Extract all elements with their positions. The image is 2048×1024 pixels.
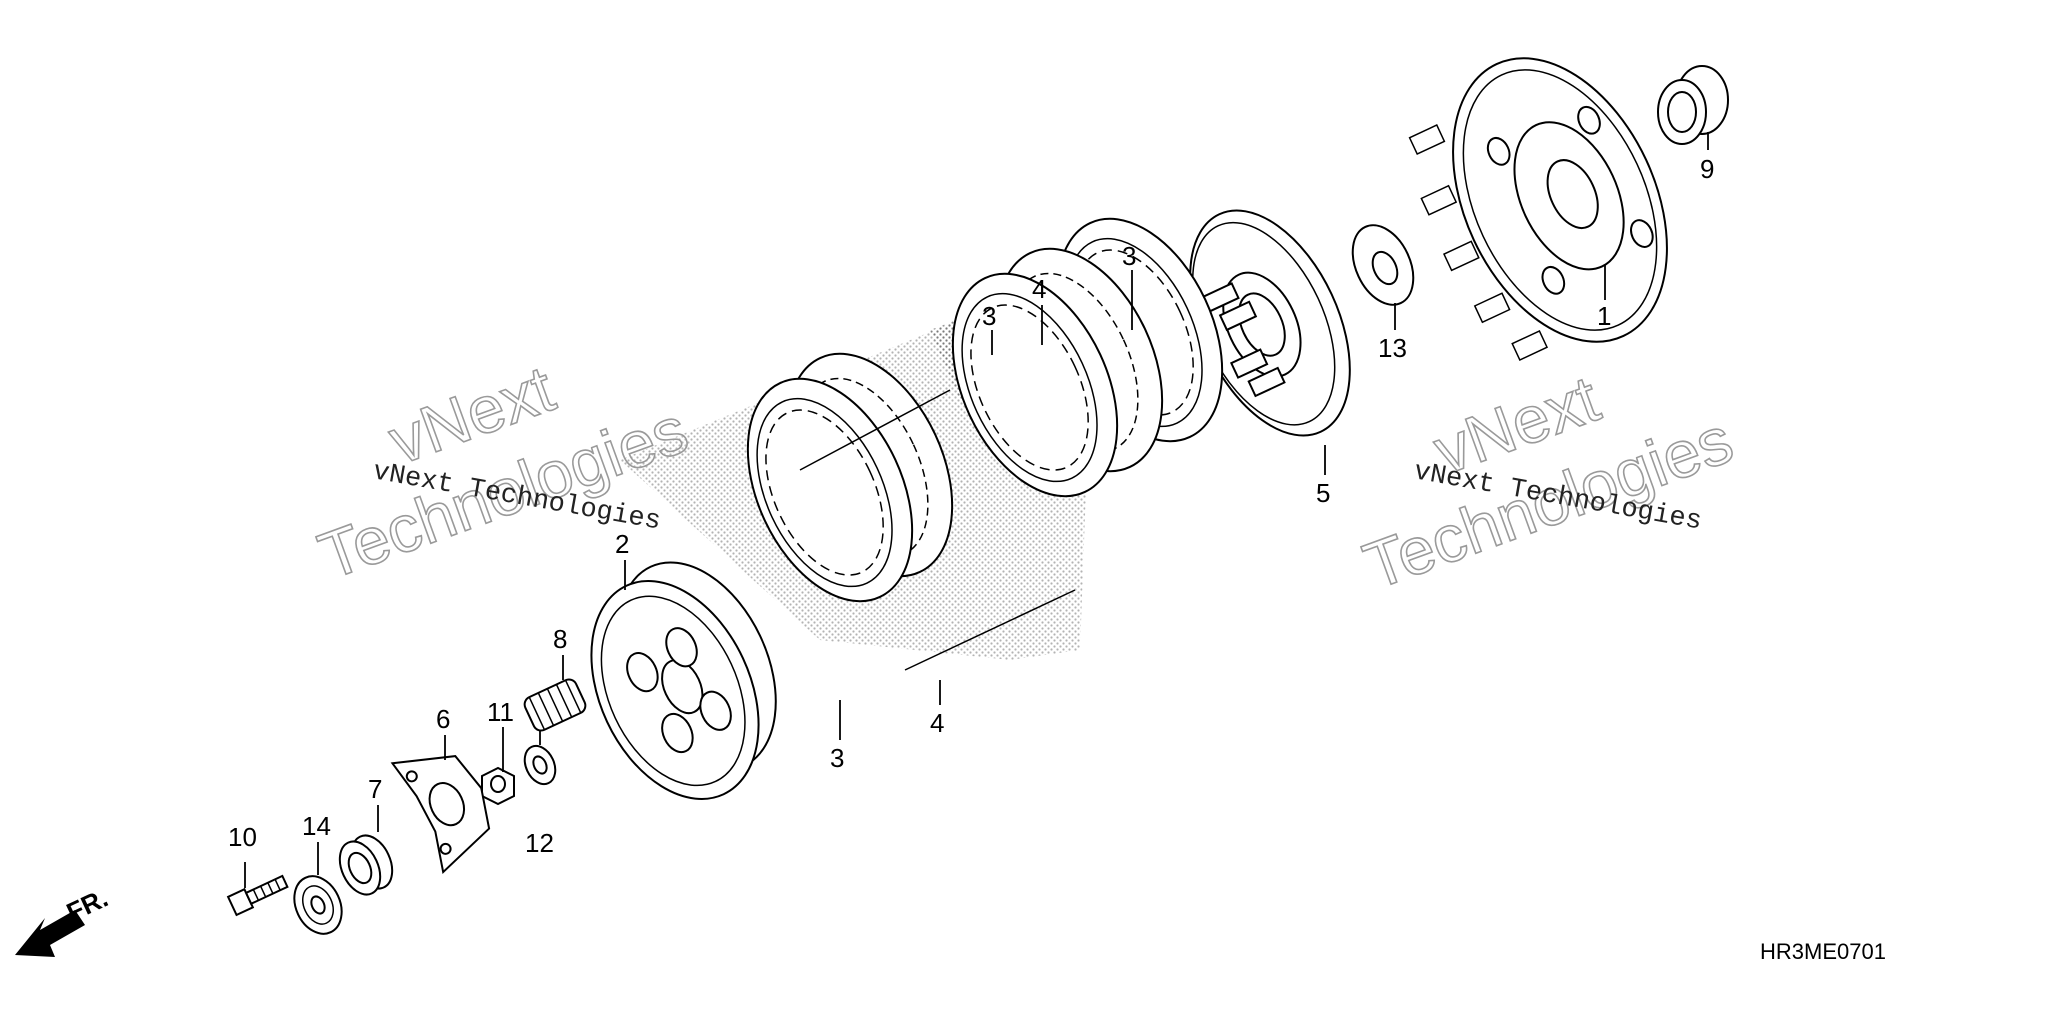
part-nut (481, 766, 515, 806)
callout-3-front: 3 (830, 743, 844, 773)
callout-3-rear: 3 (1122, 241, 1136, 271)
callout-12: 12 (525, 828, 554, 858)
part-clutch-center (590, 561, 777, 800)
callout-9: 9 (1700, 154, 1714, 184)
callout-14: 14 (302, 811, 331, 841)
part-spring (523, 678, 587, 732)
part-bearing (293, 875, 343, 935)
callout-7: 7 (368, 774, 382, 804)
part-washer-12 (523, 744, 557, 786)
leader-lines (244, 132, 1709, 888)
callout-13: 13 (1378, 333, 1407, 363)
callout-5: 5 (1316, 478, 1330, 508)
watermark-left: vNext Technologies vNext Technologies (309, 350, 698, 594)
callout-11: 11 (487, 697, 514, 727)
callouts: 1 2 3 3 3 4 4 5 6 7 8 9 10 11 12 13 14 (228, 154, 1714, 858)
part-friction-disc-front (746, 377, 914, 603)
callout-4-front: 4 (930, 708, 944, 738)
callout-1: 1 (1597, 301, 1611, 331)
part-collar (338, 834, 394, 896)
callout-10: 10 (228, 822, 257, 852)
part-friction-disc-mid (951, 272, 1119, 498)
part-pressure-plate (1189, 209, 1351, 437)
part-lifter-plate (390, 755, 491, 875)
part-clutch-outer (1408, 57, 1668, 361)
stack-guide-lines (799, 389, 1076, 671)
front-direction-arrow: FR. (15, 883, 113, 957)
watermark-right: vNext Technologies vNext Technologies (1354, 360, 1743, 604)
callout-4-rear: 4 (1032, 274, 1046, 304)
callout-8: 8 (553, 624, 567, 654)
part-bolt (226, 874, 289, 917)
callout-2: 2 (615, 529, 629, 559)
callout-6: 6 (436, 704, 450, 734)
callout-3-mid: 3 (982, 301, 996, 331)
diagram-code: HR3ME0701 (1760, 939, 1886, 964)
part-washer-13 (1351, 224, 1415, 306)
part-bushing (1657, 65, 1729, 145)
